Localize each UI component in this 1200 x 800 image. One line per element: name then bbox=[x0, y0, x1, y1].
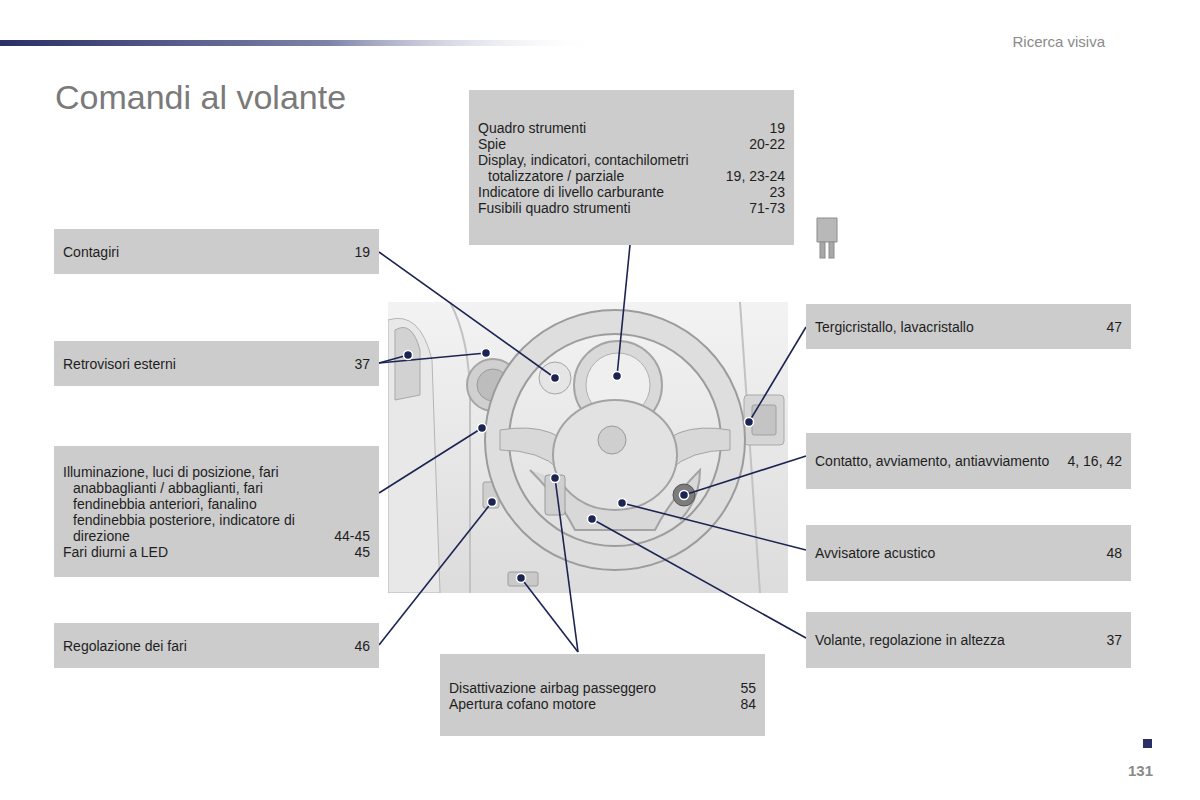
callout-box: Tergicristallo, lavacristallo47 bbox=[806, 304, 1131, 349]
entry-name: Disattivazione airbag passeggero bbox=[449, 680, 728, 696]
callout-box: Regolazione dei fari46 bbox=[54, 623, 379, 668]
entry-row: Contatto, avviamento, antiavviamento4, 1… bbox=[815, 453, 1122, 469]
callout-box: Retrovisori esterni37 bbox=[54, 341, 379, 386]
callout-box: Illuminazione, luci di posizione, fari a… bbox=[54, 446, 379, 577]
page-reference: 20-22 bbox=[737, 136, 785, 152]
entry-row: Disattivazione airbag passeggero55 bbox=[449, 680, 756, 696]
entry-row: Display, indicatori, contachilometri tot… bbox=[478, 152, 785, 184]
entry-name: Tergicristallo, lavacristallo bbox=[815, 319, 1094, 335]
entry-row: Fari diurni a LED45 bbox=[63, 544, 370, 560]
entry-name: Contatto, avviamento, antiavviamento bbox=[815, 453, 1056, 469]
header-bar bbox=[0, 40, 600, 46]
page-reference: 45 bbox=[342, 544, 370, 560]
page-title: Comandi al volante bbox=[55, 78, 346, 117]
entry-name: Regolazione dei fari bbox=[63, 638, 342, 654]
leader-dots bbox=[404, 349, 754, 583]
page-reference: 19 bbox=[757, 120, 785, 136]
section-heading: Ricerca visiva bbox=[1012, 33, 1105, 50]
entry-name: Volante, regolazione in altezza bbox=[815, 632, 1094, 648]
callout-box: Quadro strumenti19Spie20-22Display, indi… bbox=[469, 90, 794, 245]
page-reference: 37 bbox=[1094, 632, 1122, 648]
page-reference: 47 bbox=[1094, 319, 1122, 335]
steering-wheel-drawing bbox=[388, 302, 788, 593]
entry-name: Fari diurni a LED bbox=[63, 544, 342, 560]
entry-row: Illuminazione, luci di posizione, fari a… bbox=[63, 464, 370, 544]
page-number: 131 bbox=[1128, 762, 1153, 779]
page-reference: 46 bbox=[342, 638, 370, 654]
page-reference: 19, 23-24 bbox=[714, 168, 785, 184]
callout-box: Avvisatore acustico48 bbox=[806, 525, 1131, 581]
entry-name: Illuminazione, luci di posizione, fari a… bbox=[63, 464, 322, 544]
page-marker bbox=[1143, 739, 1152, 748]
leader-lines bbox=[379, 245, 806, 652]
entry-row: Contagiri19 bbox=[63, 244, 370, 260]
entry-row: Fusibili quadro strumenti71-73 bbox=[478, 200, 785, 216]
entry-row: Apertura cofano motore84 bbox=[449, 696, 756, 712]
entry-name: Indicatore di livello carburante bbox=[478, 184, 757, 200]
page-reference: 71-73 bbox=[737, 200, 785, 216]
page-reference: 23 bbox=[757, 184, 785, 200]
entry-name: Contagiri bbox=[63, 244, 342, 260]
entry-row: Avvisatore acustico48 bbox=[815, 545, 1122, 561]
page-reference: 48 bbox=[1094, 545, 1122, 561]
entry-name: Avvisatore acustico bbox=[815, 545, 1094, 561]
entry-row: Indicatore di livello carburante23 bbox=[478, 184, 785, 200]
page-reference: 37 bbox=[342, 356, 370, 372]
entry-row: Volante, regolazione in altezza37 bbox=[815, 632, 1122, 648]
entry-row: Spie20-22 bbox=[478, 136, 785, 152]
page-reference: 84 bbox=[728, 696, 756, 712]
page-reference: 4, 16, 42 bbox=[1056, 453, 1123, 469]
entry-name: Apertura cofano motore bbox=[449, 696, 728, 712]
entry-name: Spie bbox=[478, 136, 737, 152]
fuse-icon bbox=[817, 218, 837, 258]
entry-row: Quadro strumenti19 bbox=[478, 120, 785, 136]
entry-name: Fusibili quadro strumenti bbox=[478, 200, 737, 216]
callout-box: Contatto, avviamento, antiavviamento4, 1… bbox=[806, 433, 1131, 489]
callout-box: Volante, regolazione in altezza37 bbox=[806, 612, 1131, 668]
callout-box: Disattivazione airbag passeggero55Apertu… bbox=[440, 654, 765, 736]
entry-row: Retrovisori esterni37 bbox=[63, 356, 370, 372]
entry-row: Regolazione dei fari46 bbox=[63, 638, 370, 654]
entry-name: Quadro strumenti bbox=[478, 120, 757, 136]
entry-name: Display, indicatori, contachilometri tot… bbox=[478, 152, 714, 184]
page-reference: 19 bbox=[342, 244, 370, 260]
page-reference: 55 bbox=[728, 680, 756, 696]
page-reference: 44-45 bbox=[322, 528, 370, 544]
callout-box: Contagiri19 bbox=[54, 229, 379, 274]
entry-row: Tergicristallo, lavacristallo47 bbox=[815, 319, 1122, 335]
entry-name: Retrovisori esterni bbox=[63, 356, 342, 372]
